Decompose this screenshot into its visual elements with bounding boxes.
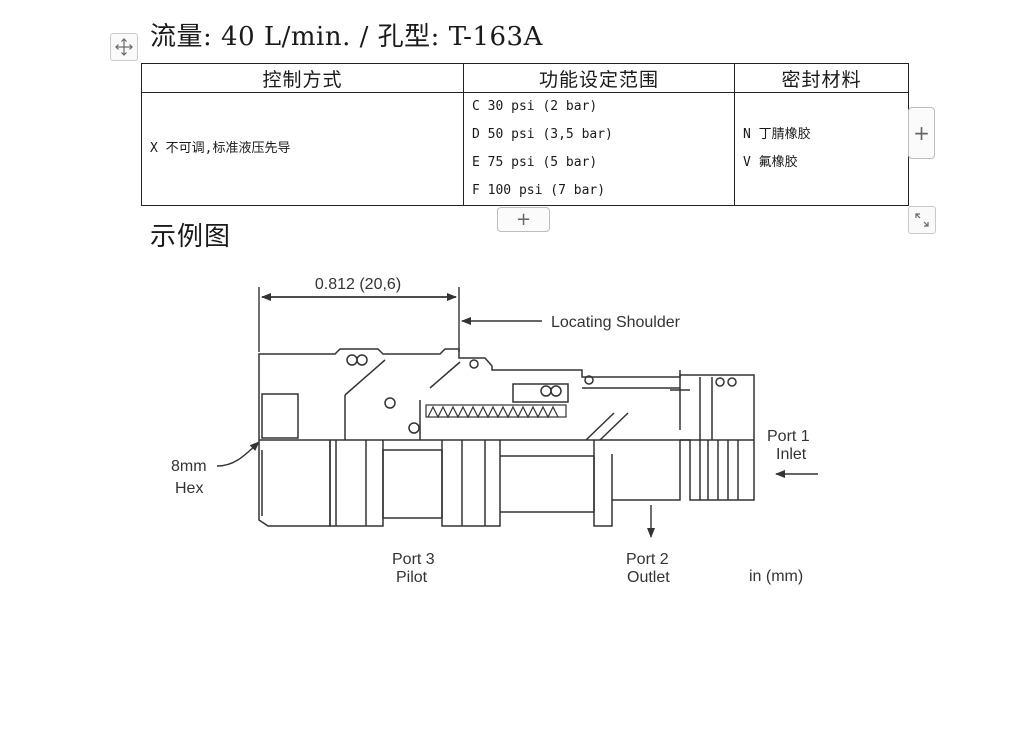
locating-shoulder-label: Locating Shoulder [551, 314, 681, 331]
port2-label-2: Outlet [627, 569, 670, 586]
seal-option: V 氟橡胶 [743, 155, 798, 170]
hex-nut [258, 440, 331, 527]
port1-label-2: Inlet [776, 446, 807, 463]
table-row: X 不可调,标准液压先导 C 30 psi (2 bar) D 50 psi (… [141, 92, 909, 206]
move-icon [115, 38, 133, 56]
add-column-button[interactable]: + [908, 107, 935, 159]
page-title: 流量: 40 L/min. / 孔型: T-163A [150, 22, 543, 52]
table-resize-handle[interactable] [908, 206, 936, 234]
setting-option: C 30 psi (2 bar) [472, 99, 598, 114]
control-option: X 不可调,标准液压先导 [150, 141, 291, 156]
setting-option: D 50 psi (3,5 bar) [472, 127, 613, 142]
port-arrows [216, 441, 818, 538]
units-label: in (mm) [749, 568, 803, 585]
seal-option: N 丁腈橡胶 [743, 127, 811, 142]
setting-option: F 100 psi (7 bar) [472, 183, 606, 198]
hex-label-1: 8mm [171, 458, 207, 475]
add-row-button[interactable]: + [497, 207, 550, 232]
cartridge-stem [329, 439, 755, 527]
port2-label-1: Port 2 [626, 551, 669, 568]
valve-body [258, 348, 755, 441]
port1-label-1: Port 1 [767, 428, 810, 445]
table-header-row: 控制方式 功能设定范围 密封材料 [141, 63, 909, 93]
port3-label-1: Port 3 [392, 551, 435, 568]
hex-label-2: Hex [175, 480, 203, 497]
section-title: 示例图 [150, 222, 232, 252]
cell-control[interactable]: X 不可调,标准液压先导 [141, 92, 464, 206]
spec-table: 控制方式 功能设定范围 密封材料 X 不可调,标准液压先导 C 30 psi (… [141, 63, 909, 206]
port3-label-2: Pilot [396, 569, 428, 586]
dimension-label: 0.812 (20,6) [315, 276, 401, 293]
cell-seals[interactable]: N 丁腈橡胶 V 氟橡胶 [734, 92, 909, 206]
setting-option: E 75 psi (5 bar) [472, 155, 598, 170]
table-move-handle[interactable] [110, 33, 138, 61]
dimension-line [258, 287, 460, 352]
spring [425, 404, 567, 419]
resize-icon [915, 213, 929, 227]
